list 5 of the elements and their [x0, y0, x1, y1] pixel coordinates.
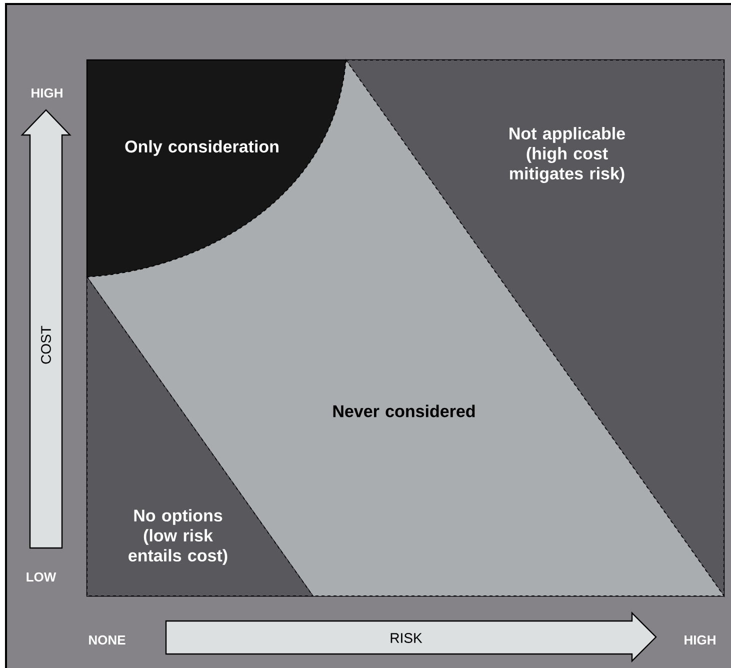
- axis-label: HIGH: [32, 88, 62, 98]
- axis-label: HIGH: [684, 635, 716, 645]
- axis-label: NONE: [89, 635, 126, 645]
- axis-label: LOW: [26, 572, 56, 582]
- region: Only consideration: [86, 60, 346, 278]
